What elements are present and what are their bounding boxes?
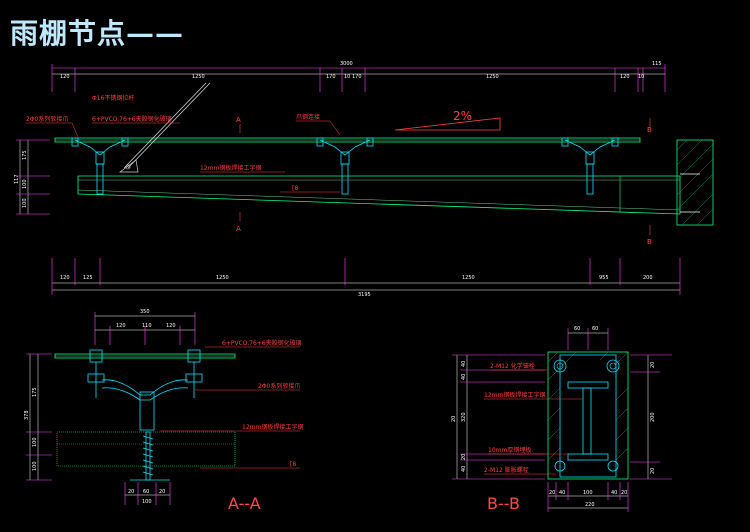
b-dim-left-5: 20 [451,416,457,422]
dim-top-7: 10 [638,74,644,80]
dim-bottom-4: 955 [599,275,609,281]
section-mark-a-top: A [236,116,241,124]
dim-left-3: 100 [22,198,28,208]
label-claw: 2Φ0系列驳接爪 [26,115,68,123]
b-dim-bottom-2: 100 [583,490,593,496]
b-label-embed: 10mm厚钢埋板 [488,446,531,454]
dim-bottom-1: 125 [83,275,93,281]
a-dim-bottom-2: 20 [159,489,165,495]
section-mark-b-bottom: B [647,238,652,246]
dim-bottom-0: 120 [60,275,70,281]
b-dim-right-2: 20 [650,468,656,474]
dim-top-2: 170 [326,74,336,80]
a-dim-top-2: 110 [142,323,152,329]
b-dim-bottom-0: 20 [549,490,555,496]
a-dim-left-0: 378 [24,410,30,420]
dim-top-0: 120 [60,74,70,80]
section-mark-a-bottom: A [236,225,241,233]
section-a: 350 120 110 120 378 175 100 100 [24,309,303,513]
dim-bottom-3: 1250 [462,275,475,281]
b-dim-bottom-3: 40 [611,490,617,496]
b-dim-left-3: 20 [461,454,467,460]
b-dim-top-1: 60 [592,326,598,332]
b-dim-right-1: 200 [650,412,656,422]
section-b-caption: B--B [487,494,520,513]
dim-left-0: 117 [14,174,20,184]
dim-bottom-5: 200 [643,275,653,281]
a-dim-bottom-0: 20 [128,489,134,495]
b-dim-top-0: 60 [574,326,580,332]
b-dim-bottom-1: 40 [559,490,565,496]
b-dim-bottom-4: 20 [621,490,627,496]
section-a-caption: A--A [228,494,261,513]
a-dim-left-2: 100 [32,437,38,447]
a-dim-bottom-1: 60 [143,489,149,495]
dim-left-2: 100 [22,179,28,189]
a-dim-top-3: 120 [166,323,176,329]
dim-top-1: 1250 [192,74,205,80]
a-dim-top-1: 120 [116,323,126,329]
label-channel: [8 [292,185,298,192]
slope-label: 2% [453,109,472,123]
a-label-channel: [8 [290,461,296,468]
a-label-plate: 12mm钢板焊接工字钢 [242,423,303,431]
a-dim-left-1: 175 [32,387,38,397]
label-plate: 12mm钢板焊接工字钢 [200,164,261,172]
label-rod: Φ16不锈钢拉杆 [92,94,134,102]
a-dim-bottom-3: 100 [142,499,152,505]
dim-left-1: 175 [22,150,28,160]
a-label-glass: 6+PVCO.76+6夹胶钢化玻璃 [222,339,302,347]
b-dim-left-2: 320 [461,412,467,422]
dim-top-9: 115 [652,61,662,67]
label-claw2: 爪钢连接 [296,113,320,121]
b-dim-bottom-total: 220 [585,502,595,508]
drawing-title: 雨棚节点—— [10,17,185,50]
section-mark-b-top: B [647,126,652,134]
a-dim-left-3: 100 [32,461,38,471]
b-label-bolt: 2-M12 膨胀螺栓 [484,466,529,474]
dim-top-5: 1250 [486,74,499,80]
main-elevation: 120 1250 170 10 170 1250 120 10 3000 115 [14,61,714,298]
b-dim-left-4: 40 [461,466,467,472]
label-glass: 6+PVCO.76+6夹胶钢化玻璃 [92,115,172,123]
dim-top-total: 3000 [340,61,353,67]
a-dim-top-0: 350 [140,309,150,315]
b-dim-left-1: 40 [461,374,467,380]
dim-bottom-2: 1250 [216,275,229,281]
dim-bottom-total: 3195 [358,292,371,298]
b-dim-right-0: 20 [650,362,656,368]
dim-top-4: 170 [352,74,362,80]
b-label-plate: 12mm钢板焊接工字钢 [484,391,545,399]
dim-top-6: 120 [620,74,630,80]
a-label-claw: 2Φ0系列驳接爪 [258,382,300,390]
dim-top-3: 10 [344,74,350,80]
b-dim-left-0: 40 [461,361,467,367]
section-b: 60 60 40 40 320 20 40 20 20 200 20 20 [451,326,672,513]
b-label-anchor: 2-M12 化学锚栓 [490,362,535,370]
